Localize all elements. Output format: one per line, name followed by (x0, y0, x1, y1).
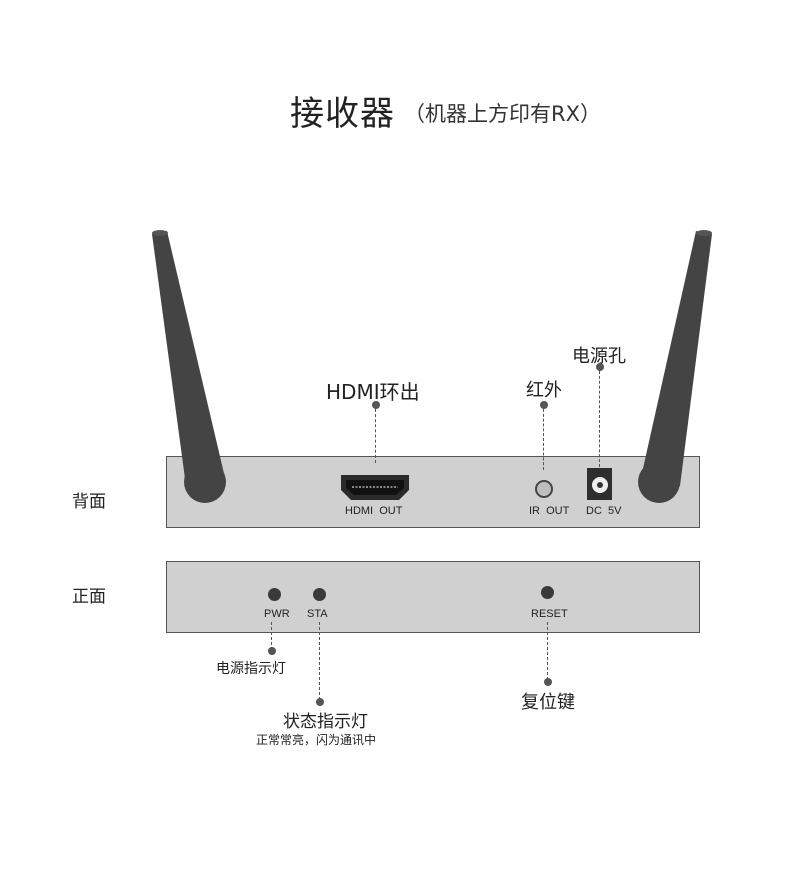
power-callout-dot (596, 363, 604, 371)
power-callout-line (599, 371, 600, 467)
reset-callout: 复位键 (521, 692, 575, 713)
reset-callout-dot (544, 678, 552, 686)
pwr-label: PWR (264, 608, 290, 620)
hdmi-callout-line (375, 409, 376, 463)
reset-callout-line (547, 622, 548, 680)
pwr-led-callout: 电源指示灯 (216, 661, 286, 677)
hdmi-callout: HDMI环出 (326, 380, 420, 404)
pwr-callout-line (271, 622, 272, 650)
pwr-callout-dot (268, 647, 276, 655)
back-panel-label: 背面 (72, 492, 106, 512)
power-callout: 电源孔 (572, 346, 626, 367)
hdmi-port-icon (341, 475, 409, 500)
front-panel (166, 561, 700, 633)
dc-port-icon (587, 468, 612, 500)
sta-callout-dot (316, 698, 324, 706)
ir-port-icon (535, 480, 553, 498)
left-antenna-icon (152, 230, 226, 503)
ir-callout: 红外 (526, 380, 562, 401)
ir-callout-dot (540, 401, 548, 409)
dc-port-label: DC 5V (586, 505, 622, 517)
ir-callout-line (543, 409, 544, 470)
hdmi-callout-dot (372, 401, 380, 409)
front-panel-label: 正面 (72, 587, 106, 607)
sta-led-callout: 状态指示灯 (283, 712, 368, 732)
sta-led-note: 正常常亮，闪为通讯中 (256, 733, 377, 747)
pwr-led (268, 588, 281, 601)
reset-label: RESET (531, 608, 568, 620)
right-antenna-icon (638, 230, 712, 503)
sta-led (313, 588, 326, 601)
sta-callout-line (319, 622, 320, 700)
reset-button (541, 586, 554, 599)
sta-label: STA (307, 608, 328, 620)
ir-port-label: IR OUT (529, 505, 570, 517)
page-subtitle: （机器上方印有RX） (404, 102, 601, 126)
hdmi-port-label: HDMI OUT (345, 505, 403, 517)
page-title: 接收器 (290, 94, 395, 134)
